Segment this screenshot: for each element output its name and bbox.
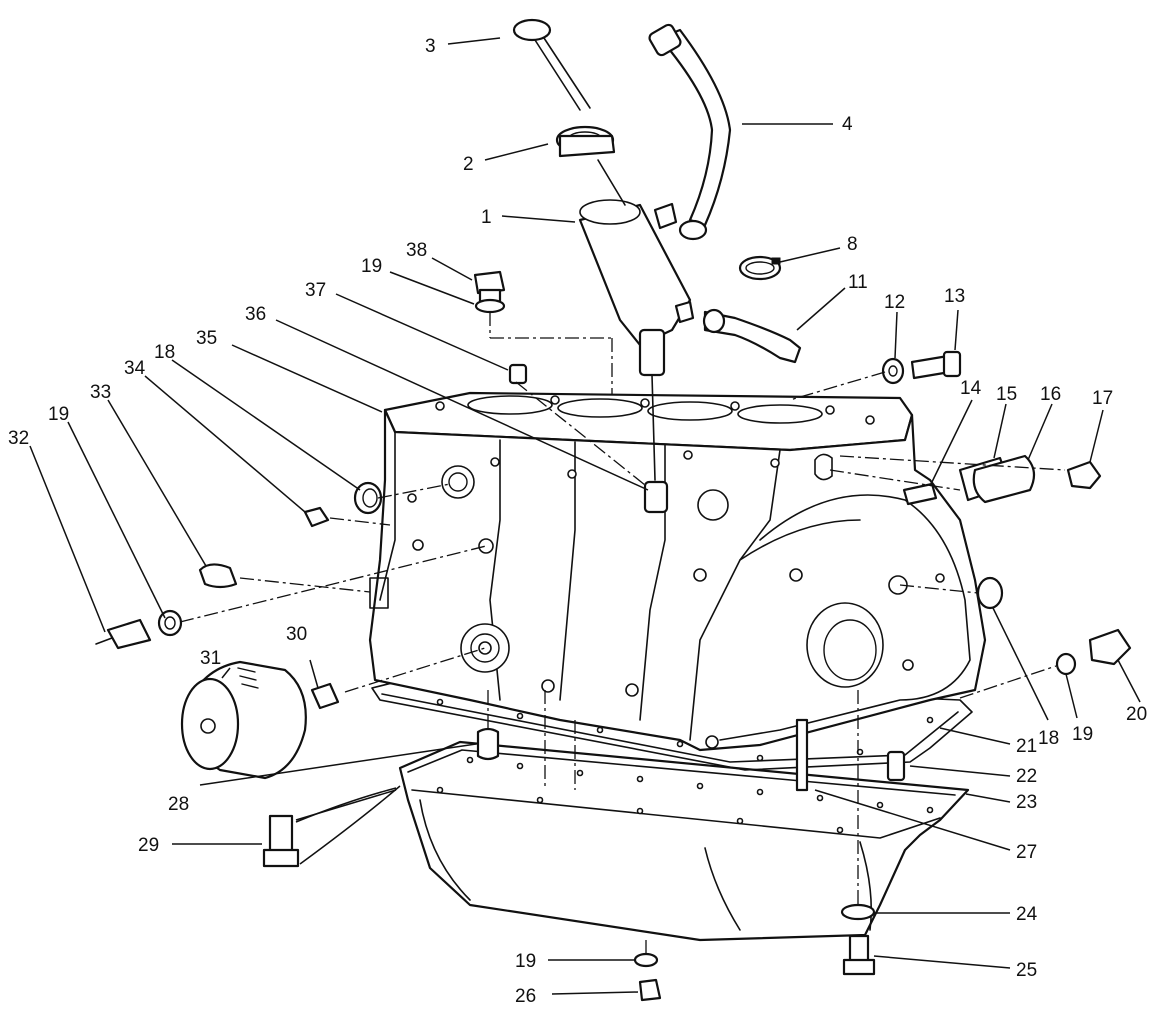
- cup-plug-18-right: [976, 576, 1004, 610]
- callout-8: 8: [847, 234, 858, 255]
- callout-25: 25: [1016, 960, 1037, 981]
- small-hose: [702, 308, 802, 364]
- callout-29: 29: [138, 835, 159, 856]
- bolt-29: [262, 814, 300, 868]
- washer-19-right: [1055, 652, 1077, 676]
- callout-19-left: 19: [48, 404, 69, 425]
- filler-cap: [555, 125, 616, 158]
- callout-37: 37: [305, 280, 326, 301]
- callout-36: 36: [245, 304, 266, 325]
- callout-38: 38: [406, 240, 427, 261]
- hose-clamp: [738, 255, 782, 281]
- callout-1: 1: [481, 207, 492, 228]
- callout-28: 28: [168, 794, 189, 815]
- callout-17: 17: [1092, 388, 1113, 409]
- dipstick: [512, 18, 626, 206]
- callout-34: 34: [124, 358, 146, 379]
- callout-18-right: 18: [1038, 728, 1059, 749]
- callout-18-left: 18: [154, 342, 175, 363]
- oil-filler-tube: [578, 199, 695, 481]
- bolt-25: [842, 934, 876, 976]
- callout-19-top: 19: [361, 256, 382, 277]
- breather-hose: [648, 23, 732, 241]
- callout-19-right: 19: [1072, 724, 1093, 745]
- nipple-30: [310, 682, 340, 710]
- callout-21: 21: [1016, 736, 1037, 757]
- callout-24: 24: [1016, 904, 1038, 925]
- oil-pan: [398, 740, 970, 942]
- drain-plug-26: [638, 978, 662, 1002]
- washer-19-top: [474, 298, 506, 314]
- washer-19-left: [157, 609, 183, 637]
- plug-38: [473, 270, 506, 304]
- switch-32: [95, 618, 152, 650]
- plug-36: [643, 480, 669, 514]
- callout-20: 20: [1126, 704, 1147, 725]
- callout-23: 23: [1016, 792, 1037, 813]
- callout-2: 2: [463, 154, 474, 175]
- callout-32: 32: [8, 428, 29, 449]
- callout-3: 3: [425, 36, 436, 57]
- callout-11: 11: [848, 272, 868, 293]
- callout-15: 15: [996, 384, 1017, 405]
- callout-13: 13: [944, 286, 965, 307]
- dowel-28: [476, 727, 500, 761]
- callout-30: 30: [286, 624, 307, 645]
- assembly-lines: [179, 312, 1066, 955]
- callout-26: 26: [515, 986, 536, 1007]
- plug-37: [508, 363, 528, 385]
- drain-washer-24: [840, 903, 876, 921]
- sensor-33: [198, 563, 238, 589]
- plug-34: [303, 506, 330, 528]
- callout-12: 12: [884, 292, 905, 313]
- leader-lines: [29, 37, 1141, 995]
- washer-12: [881, 357, 905, 385]
- callout-numbers: 3 2 1 4 8 11 38 19 37 36 35 18 34 33 19 …: [8, 36, 1147, 1007]
- oil-filter: [180, 660, 307, 780]
- callout-33: 33: [90, 382, 111, 403]
- callout-31: 31: [200, 648, 221, 669]
- callout-4: 4: [842, 114, 853, 135]
- washer-19-bottom: [633, 952, 659, 968]
- cup-plug-18-left: [353, 481, 383, 515]
- dowel-14: [902, 482, 938, 506]
- callout-35: 35: [196, 328, 217, 349]
- callout-22: 22: [1016, 766, 1037, 787]
- bolt-17: [1066, 460, 1102, 490]
- callout-19-bottom: 19: [515, 951, 536, 972]
- plug-20: [1088, 628, 1132, 666]
- callout-14: 14: [960, 378, 982, 399]
- stud-27: [795, 718, 809, 792]
- engine-block: [368, 391, 987, 752]
- callout-27: 27: [1016, 842, 1037, 863]
- bolt-13: [910, 350, 962, 380]
- dowel-22: [886, 750, 906, 782]
- callout-16: 16: [1040, 384, 1061, 405]
